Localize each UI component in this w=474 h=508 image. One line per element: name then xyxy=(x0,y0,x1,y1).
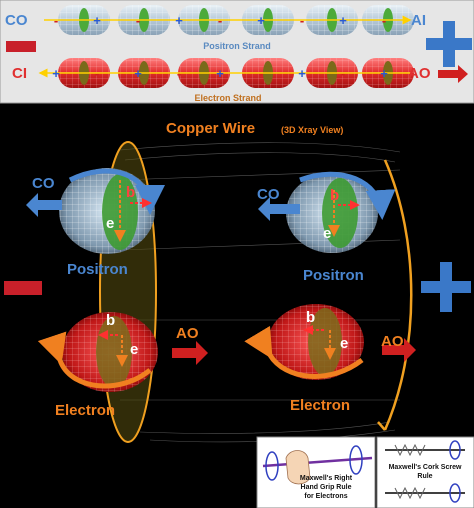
electron-left-ao-arrow xyxy=(172,341,208,365)
positron-strand-charge: + xyxy=(257,13,265,28)
electron-left-b: b xyxy=(106,312,115,329)
electron-left-e: e xyxy=(130,341,138,358)
top-ao-arrow xyxy=(438,65,468,83)
positron-left-e: e xyxy=(106,215,114,232)
positron-strand-charge: - xyxy=(136,13,140,28)
positron-right-co-arrow xyxy=(258,197,300,221)
positron-right: b e Positron CO xyxy=(257,171,396,284)
positron-left-b: b xyxy=(126,184,135,201)
electron-strand-label: Electron Strand xyxy=(194,93,261,103)
positron-strand-charge: - xyxy=(218,13,222,28)
electron-strand: + - + - + - + - + CI AO Electron Strand xyxy=(12,58,431,103)
electron-right: b e Electron AO xyxy=(244,304,416,414)
electron-strand-charge: + xyxy=(380,66,388,81)
electron-strand-charge: + xyxy=(216,66,224,81)
electron-strand-charge: - xyxy=(177,66,181,81)
inset-right-hand-caption-3: for Electrons xyxy=(304,493,347,500)
positron-left-co-label: CO xyxy=(32,175,55,192)
positron-strand-charge: - xyxy=(54,13,58,28)
electron-strand-charge: + xyxy=(52,66,60,81)
main-minus-sign xyxy=(4,281,42,295)
inset-right-hand-caption-1: Maxwell's Right xyxy=(300,475,353,482)
wire-subtitle: (3D Xray View) xyxy=(281,125,343,135)
electron-left: b e Electron AO xyxy=(37,312,208,419)
positron-strand-charge: + xyxy=(175,13,183,28)
electron-strand-charge: - xyxy=(259,66,263,81)
positron-right-e: e xyxy=(323,225,331,242)
electron-right-b: b xyxy=(306,309,315,326)
inset-right-hand-rule: Maxwell's Right Hand Grip Rule for Elect… xyxy=(256,436,376,508)
top-plus-sign xyxy=(426,21,472,67)
electron-strand-right-label: AO xyxy=(408,65,431,82)
positron-right-co-label: CO xyxy=(257,186,280,203)
top-minus-sign xyxy=(6,41,36,52)
inset-cork-caption-1: Maxwell's Cork Screw xyxy=(389,464,462,471)
main-plus-sign xyxy=(421,262,471,312)
positron-strand-charge: - xyxy=(382,13,386,28)
positron-left: b e Positron CO xyxy=(26,168,165,278)
positron-right-b: b xyxy=(330,187,339,204)
positron-strand-charge: - xyxy=(300,13,304,28)
electron-left-label: Electron xyxy=(55,402,115,419)
inset-cork-caption-2: Rule xyxy=(417,473,432,480)
inset-cork-screw-rule: Maxwell's Cork Screw Rule xyxy=(376,436,474,508)
positron-strand: - + - + - + - + - CO AI Positron Strand xyxy=(5,5,426,51)
wire-title: Copper Wire xyxy=(166,120,255,137)
positron-strand-charge: + xyxy=(339,13,347,28)
electron-left-ao-label: AO xyxy=(176,325,199,342)
positron-strand-left-label: CO xyxy=(5,12,28,29)
electron-strand-left-label: CI xyxy=(12,65,27,82)
electron-right-label: Electron xyxy=(290,397,350,414)
electron-strand-charge: - xyxy=(95,66,99,81)
electron-strand-charge: + xyxy=(298,66,306,81)
positron-right-label: Positron xyxy=(303,267,364,284)
electron-right-e: e xyxy=(340,335,348,352)
positron-left-label: Positron xyxy=(67,261,128,278)
electron-strand-charge: + xyxy=(134,66,142,81)
positron-strand-right-label: AI xyxy=(411,12,426,29)
positron-strand-charge: + xyxy=(93,13,101,28)
electron-right-ao-arrow xyxy=(382,338,416,362)
positron-strand-label: Positron Strand xyxy=(203,41,271,51)
electron-strand-charge: - xyxy=(341,66,345,81)
inset-right-hand-caption-2: Hand Grip Rule xyxy=(301,484,352,491)
top-panel: -+-+-+-+- CO AI Positron Strand +-+-+-+-… xyxy=(0,0,474,104)
electron-right-ao-label: AO xyxy=(381,333,404,350)
main-panel: Copper Wire (3D Xray View) b e Positron … xyxy=(0,113,474,508)
positron-left-co-arrow xyxy=(26,193,62,217)
wire-right-cap xyxy=(383,159,413,431)
